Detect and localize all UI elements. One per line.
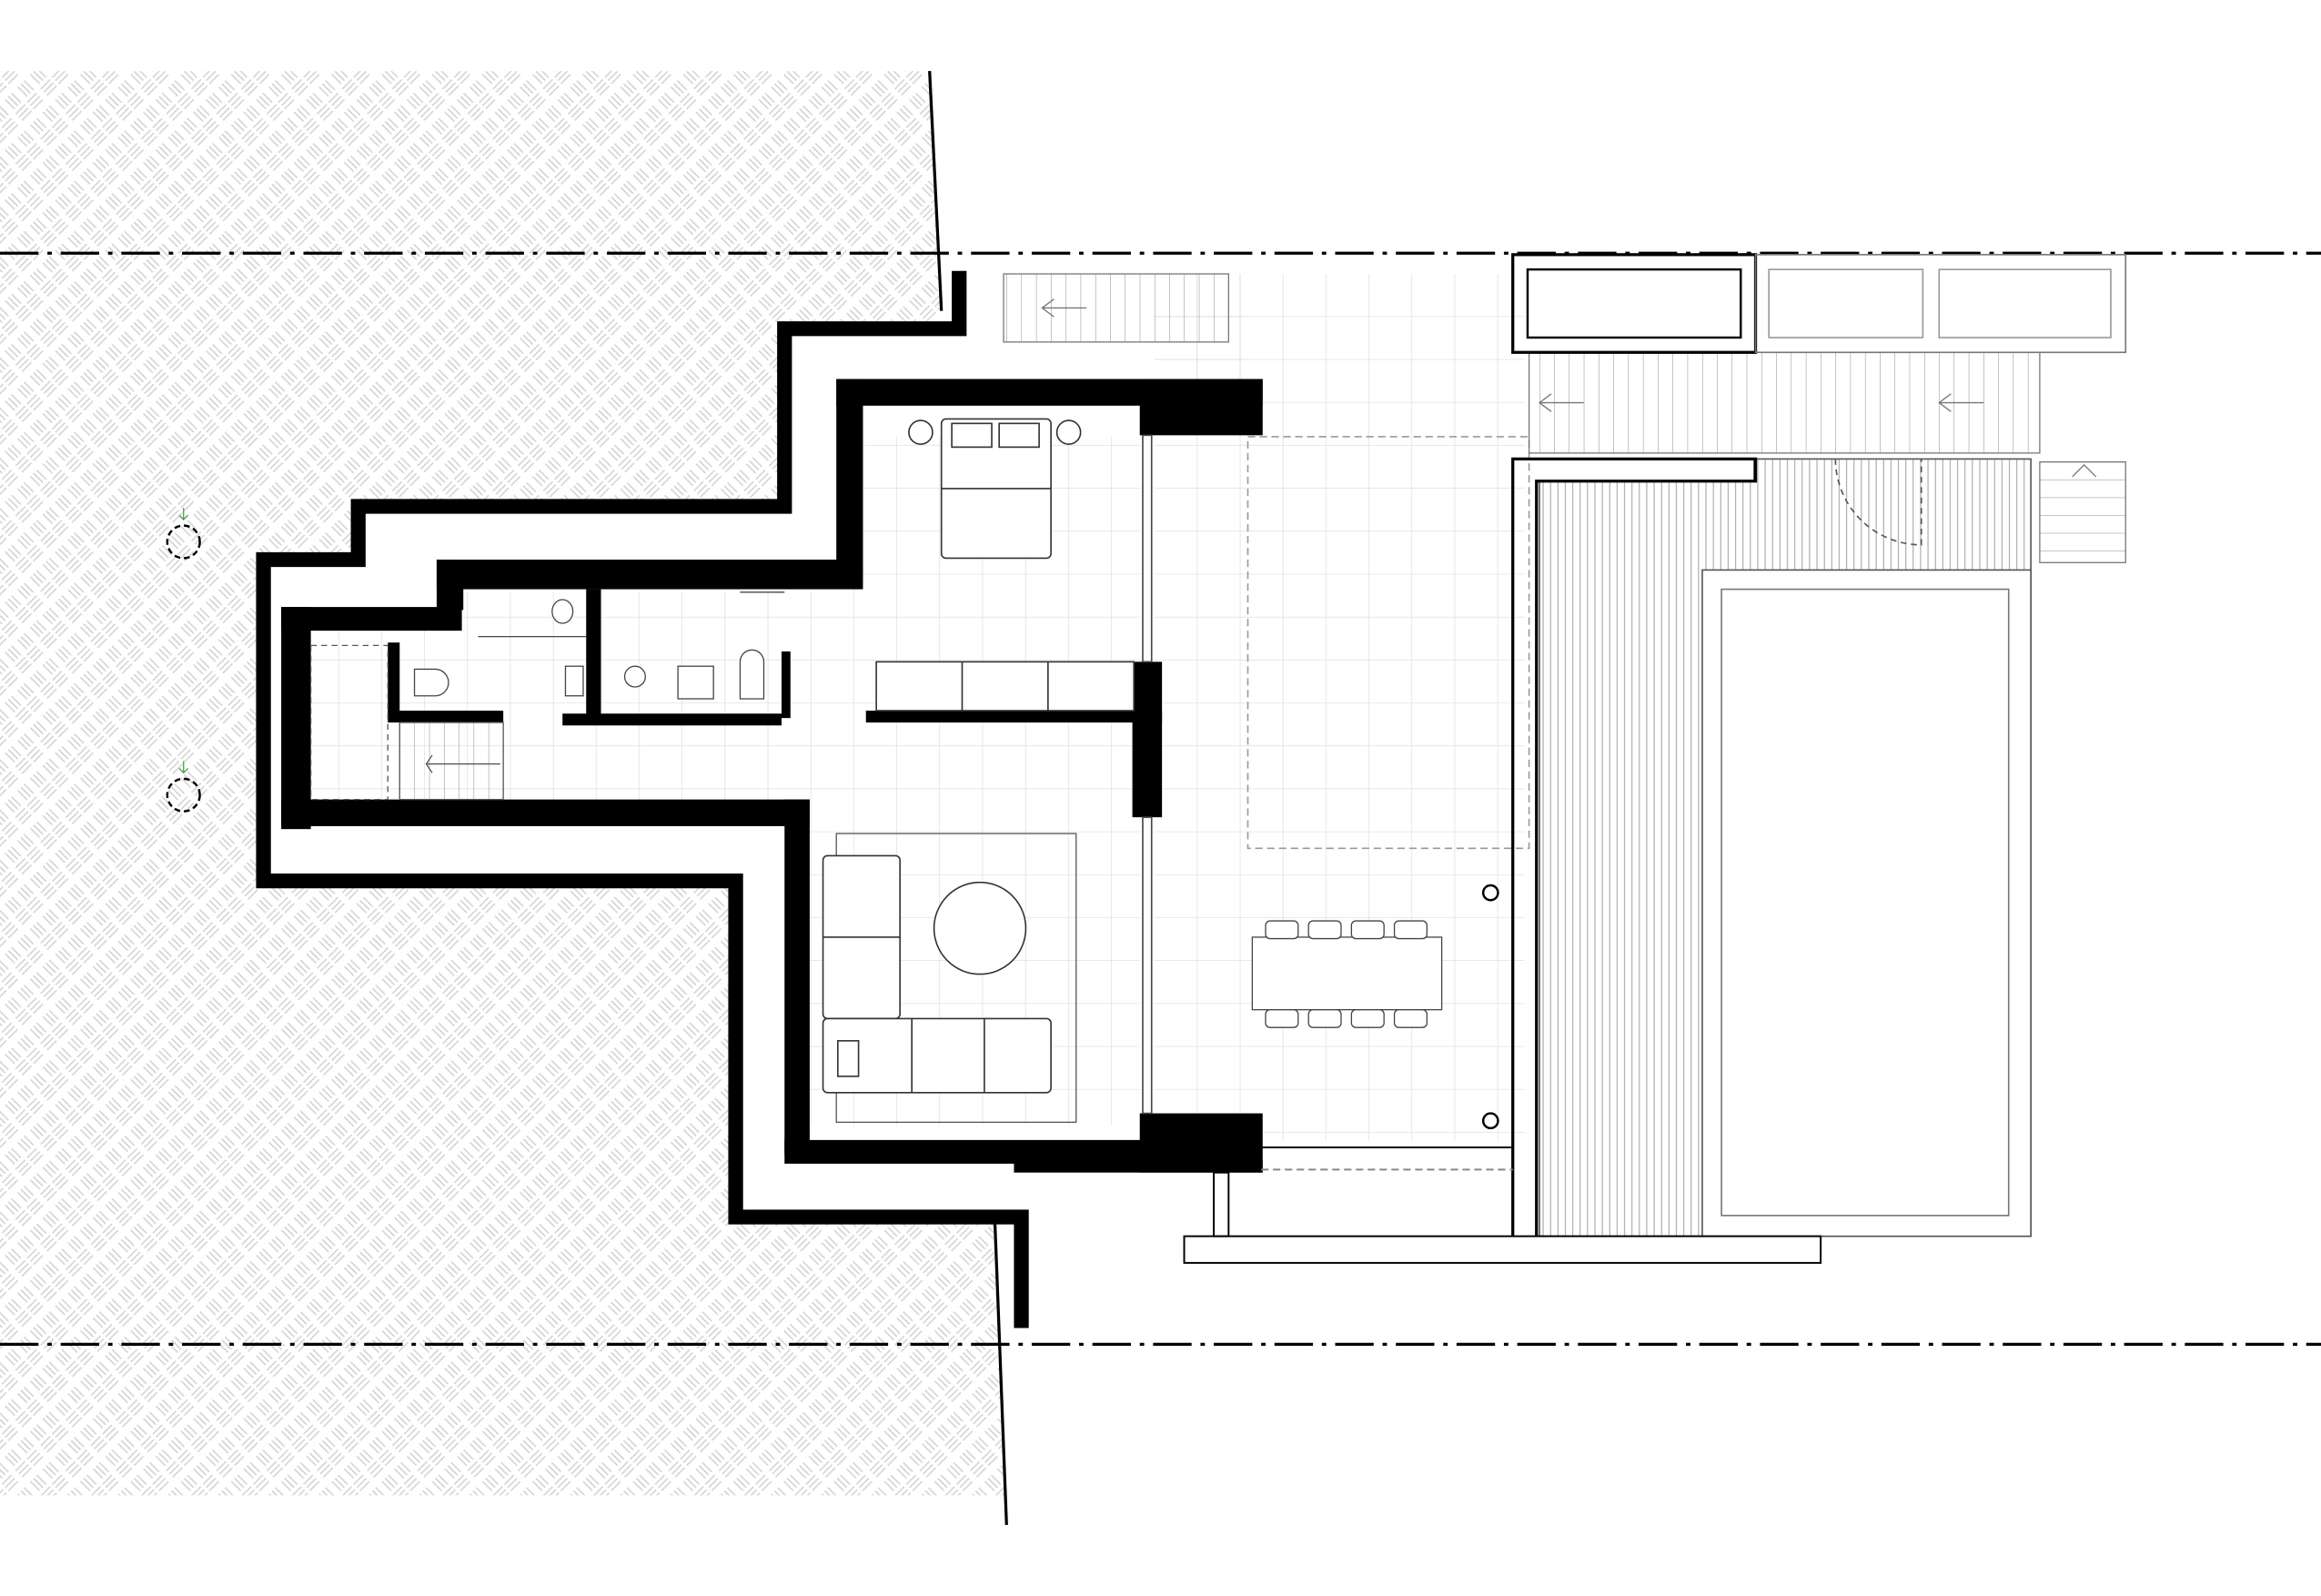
exterior-stair-right bbox=[1528, 351, 2126, 563]
terrace-edge bbox=[1183, 1146, 1822, 1264]
exterior-stair-top bbox=[1003, 273, 1229, 343]
site-boundary bbox=[928, 71, 1008, 1525]
planters bbox=[1511, 253, 2127, 354]
pool-water bbox=[1721, 588, 2010, 1217]
property-line bbox=[0, 251, 2321, 1347]
bathroom-fixtures bbox=[413, 591, 785, 700]
ground-hatch bbox=[0, 71, 1007, 1496]
sofa bbox=[822, 854, 1052, 1094]
stair-arrow-icon bbox=[425, 754, 500, 773]
tree-marker-icon bbox=[166, 508, 201, 813]
internal-stair bbox=[310, 644, 504, 801]
window-glazing bbox=[1142, 434, 1153, 1115]
wardrobe bbox=[875, 661, 1135, 712]
column-icon bbox=[1481, 884, 1499, 1130]
bed bbox=[908, 418, 1082, 560]
coffee-table bbox=[933, 881, 1027, 975]
pergola-outline bbox=[1246, 436, 1530, 850]
retaining-wall bbox=[256, 270, 1029, 1328]
walls bbox=[281, 379, 1263, 1173]
dining-set bbox=[1251, 920, 1443, 1028]
